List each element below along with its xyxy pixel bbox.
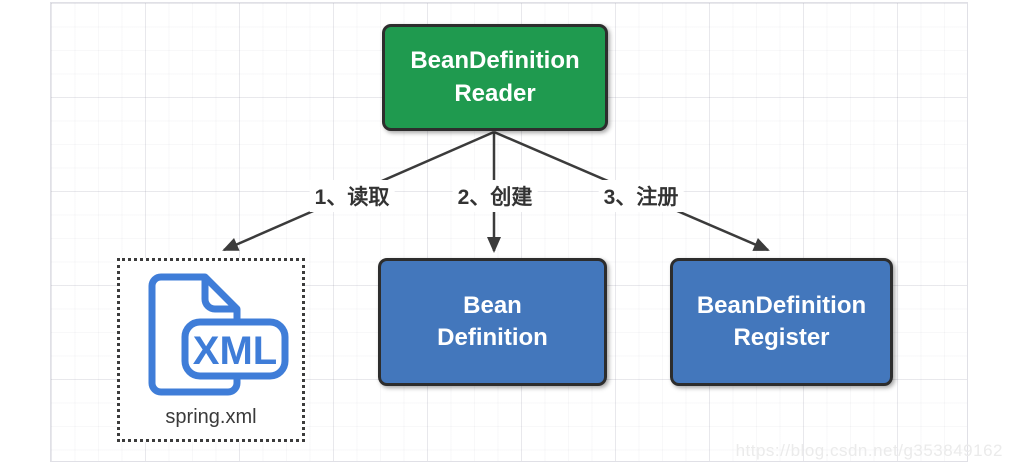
watermark: https://blog.csdn.net/g353849162 (735, 441, 1003, 460)
node-beandefinition-register: BeanDefinition Register (670, 258, 893, 386)
node-register-label: BeanDefinition Register (697, 290, 866, 355)
edge-label-register: 3、注册 (598, 180, 684, 212)
node-beandef-label: Bean Definition (437, 290, 548, 355)
node-register-line1: BeanDefinition (696, 291, 867, 319)
xml-badge-label: XML (193, 329, 277, 373)
node-beandef-line1: Bean (463, 291, 522, 319)
node-register-line2: Register (733, 324, 830, 351)
document-fold (201, 278, 235, 313)
node-beandef-line2: Definition (437, 324, 548, 351)
node-spring-xml: XML spring.xml (117, 258, 305, 442)
xml-badge-shape (181, 318, 289, 380)
edge-label-read: 1、读取 (309, 180, 395, 212)
node-reader-label: BeanDefinition Reader (410, 45, 579, 110)
node-reader-line2: Reader (454, 79, 536, 107)
node-reader-line1: BeanDefinition (410, 47, 580, 75)
edge-label-create: 2、创建 (452, 180, 538, 212)
xml-filename: spring.xml (165, 406, 257, 428)
node-bean-definition: Bean Definition (378, 258, 607, 386)
node-beandefinition-reader: BeanDefinition Reader (382, 24, 608, 131)
xml-file-icon: XML (148, 273, 289, 396)
